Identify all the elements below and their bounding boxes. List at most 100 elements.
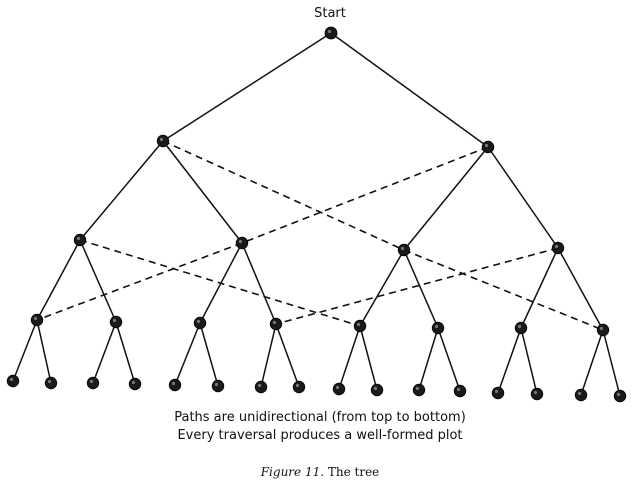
node-l14 [530, 387, 544, 401]
node-highlight-l9 [335, 385, 340, 390]
node-highlight-b2 [554, 244, 559, 249]
node-l13 [491, 386, 505, 400]
node-highlight-l6 [214, 382, 219, 387]
edge-a1-a1b [79, 239, 117, 323]
node-b2 [551, 241, 565, 255]
start-label: Start [314, 6, 346, 21]
node-highlight-l2 [47, 379, 52, 384]
dashed-edge-a2-a1a [36, 242, 243, 321]
node-l12 [453, 384, 467, 398]
figure-label: Figure 11. [260, 465, 325, 479]
edge-a-a2 [162, 140, 243, 244]
edge-a2a-l6 [199, 322, 219, 387]
edge-a2b-l8 [275, 323, 300, 388]
node-l7 [254, 380, 268, 394]
node-highlight-l7 [257, 383, 262, 388]
edge-a2a-l5 [174, 322, 201, 386]
edge-b1a-l10 [359, 325, 378, 391]
node-a2 [235, 236, 249, 250]
node-l10 [370, 383, 384, 397]
edge-a1a-l2 [36, 319, 52, 384]
edge-a2b-l7 [260, 323, 277, 388]
node-highlight-l8 [295, 383, 300, 388]
node-l16 [613, 389, 627, 403]
node-b1b [431, 321, 445, 335]
node-highlight-l5 [171, 381, 176, 386]
figure-title: The tree [327, 465, 380, 479]
edge-root-b [330, 32, 489, 148]
edge-b1a-l9 [338, 325, 361, 390]
node-b2a [514, 321, 528, 335]
node-highlight-l4 [131, 380, 136, 385]
node-a1a [30, 313, 44, 327]
node-root [324, 26, 338, 40]
node-highlight-a2a [196, 319, 201, 324]
edge-b1b-l12 [437, 327, 461, 392]
node-highlight-root [327, 29, 332, 34]
edge-a1b-l4 [115, 321, 136, 385]
edge-b2b-l15 [580, 329, 604, 396]
node-a2b [269, 317, 283, 331]
caption-line-1: Paths are unidirectional (from top to bo… [174, 410, 466, 425]
node-highlight-b2a [517, 324, 522, 329]
dashed-edge-a1-b1a [79, 239, 361, 327]
node-highlight-b1a [356, 322, 361, 327]
dashed-edge-a-b1 [162, 140, 405, 251]
node-highlight-l10 [373, 386, 378, 391]
edge-b-b2 [487, 146, 559, 249]
node-a2a [193, 316, 207, 330]
edge-b2a-l13 [497, 327, 522, 394]
node-l5 [168, 378, 182, 392]
edge-root-a [162, 32, 332, 142]
dashed-edge-b2-a2b [275, 247, 559, 325]
node-highlight-l1 [9, 377, 14, 382]
edges-layer [12, 32, 621, 397]
node-highlight-l13 [494, 389, 499, 394]
node-b1 [397, 243, 411, 257]
edge-a1b-l3 [92, 321, 117, 384]
node-highlight-l11 [415, 386, 420, 391]
caption-line-2: Every traversal produces a well-formed p… [177, 428, 463, 443]
edge-b1-b1b [403, 249, 439, 329]
node-l2 [44, 376, 58, 390]
node-l9 [332, 382, 346, 396]
edge-b-b1 [403, 146, 489, 251]
node-b2b [596, 323, 610, 337]
node-highlight-b [484, 143, 489, 148]
node-l8 [292, 380, 306, 394]
edge-b1b-l11 [418, 327, 439, 391]
edge-b2b-l16 [602, 329, 621, 397]
node-l1 [6, 374, 20, 388]
node-l11 [412, 383, 426, 397]
edge-b2-b2a [520, 247, 559, 329]
node-l6 [211, 379, 225, 393]
node-a [156, 134, 170, 148]
node-highlight-b1b [434, 324, 439, 329]
node-l4 [128, 377, 142, 391]
node-b [481, 140, 495, 154]
edge-a2-a2b [241, 242, 277, 325]
node-highlight-l14 [533, 390, 538, 395]
node-highlight-a1b [112, 318, 117, 323]
node-highlight-a [159, 137, 164, 142]
figure-caption: Figure 11. The tree [100, 465, 540, 479]
edge-b1-b1a [359, 249, 405, 327]
node-highlight-b2b [599, 326, 604, 331]
edge-b2-b2b [557, 247, 604, 331]
node-highlight-l3 [89, 379, 94, 384]
node-highlight-l15 [577, 391, 582, 396]
dashed-edge-b-a2 [241, 146, 489, 244]
node-highlight-l16 [616, 392, 621, 397]
node-a1 [73, 233, 87, 247]
node-highlight-a2b [272, 320, 277, 325]
node-l15 [574, 388, 588, 402]
edge-a-a1 [79, 140, 164, 241]
node-b1a [353, 319, 367, 333]
edge-b2a-l14 [520, 327, 538, 395]
node-a1b [109, 315, 123, 329]
edge-a1a-l1 [12, 319, 38, 382]
node-highlight-a1 [76, 236, 81, 241]
node-highlight-a2 [238, 239, 243, 244]
edge-a1-a1a [36, 239, 81, 321]
